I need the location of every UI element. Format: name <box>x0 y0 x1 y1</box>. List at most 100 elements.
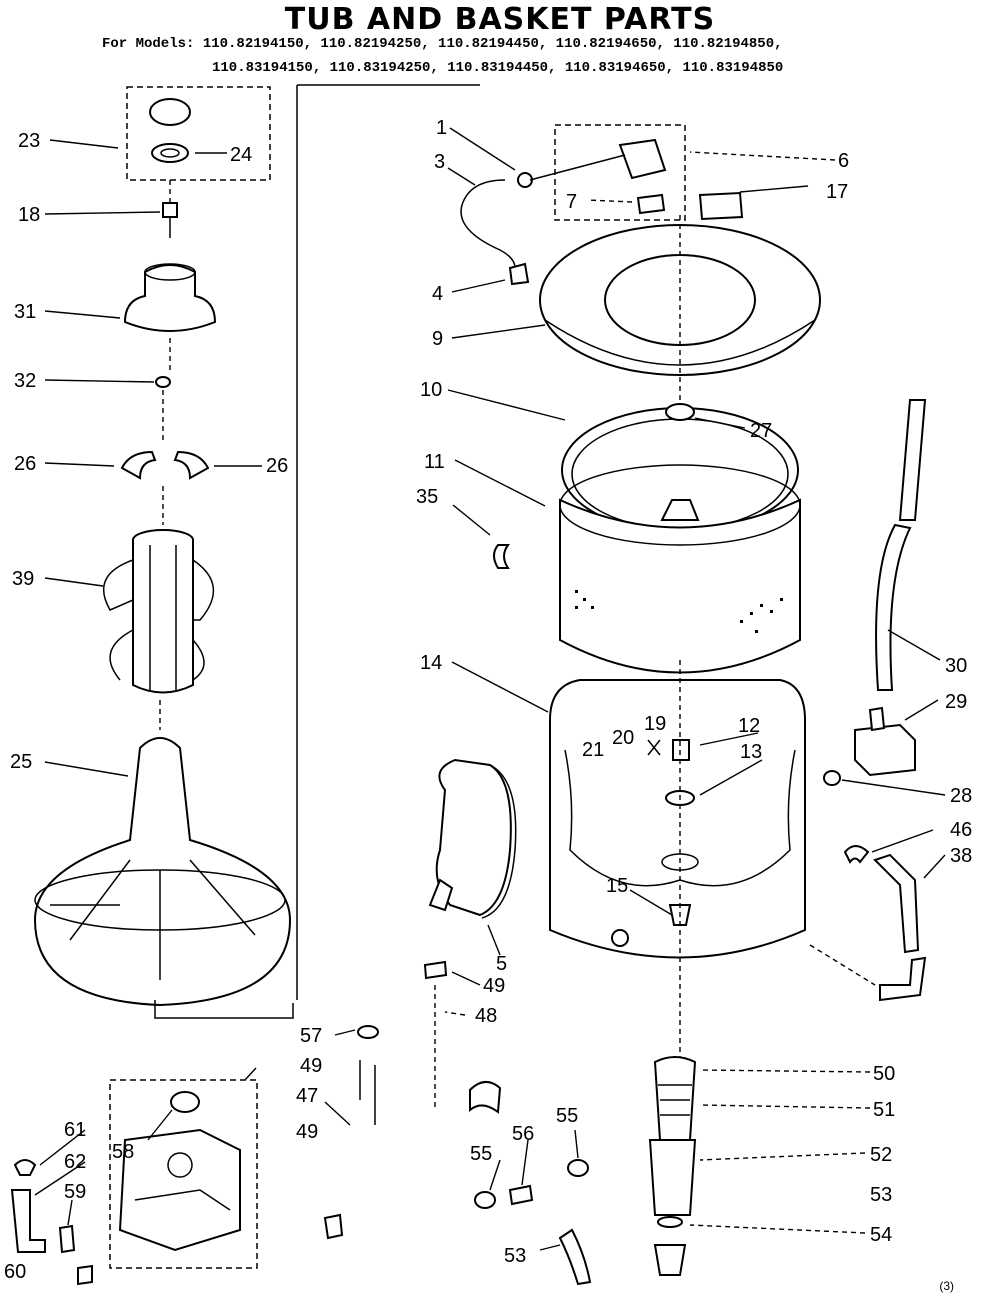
callout-26: 26 <box>14 453 36 475</box>
part-39-auger <box>132 540 194 694</box>
part-60-screw <box>77 1264 93 1286</box>
callout-24: 24 <box>230 144 252 166</box>
part-11-basket <box>559 498 801 674</box>
part-31-agitator-cap <box>123 264 217 332</box>
callout-53: 53 <box>504 1245 526 1267</box>
callout-27: 27 <box>750 420 772 442</box>
part-25-agitator <box>33 737 292 1007</box>
callout-46: 46 <box>950 819 972 841</box>
callout-49: 49 <box>296 1121 318 1143</box>
part-29-valve <box>854 723 916 777</box>
callout-12: 12 <box>738 715 760 737</box>
callout-49: 49 <box>300 1055 322 1077</box>
part-12-bushing <box>672 739 690 761</box>
part-26-cam-left <box>120 450 157 480</box>
part-57-clamp <box>357 1025 379 1039</box>
part-38-hose <box>873 853 920 954</box>
part-3-harness <box>460 179 516 269</box>
part-32-washer <box>155 376 171 388</box>
part-49-clamp <box>423 960 448 980</box>
callout-48: 48 <box>475 1005 497 1027</box>
part-14-outer-tub <box>549 679 806 959</box>
callout-57: 57 <box>300 1025 322 1047</box>
callout-28: 28 <box>950 785 972 807</box>
part-27-nut <box>665 403 695 421</box>
callout-9: 9 <box>432 328 443 350</box>
callout-6: 6 <box>838 150 849 172</box>
models-line-2: 110.83194150, 110.83194250, 110.83194450… <box>212 60 784 76</box>
callout-19: 19 <box>644 713 666 735</box>
callout-26: 26 <box>266 455 288 477</box>
part-17-plate <box>698 191 744 221</box>
part-61-clamp <box>13 1159 37 1176</box>
part-35-clip <box>493 544 510 569</box>
callout-56: 56 <box>512 1123 534 1145</box>
pump-housing <box>118 1128 241 1252</box>
part-56-coupling <box>508 1184 534 1206</box>
callout-30: 30 <box>945 655 967 677</box>
callout-31: 31 <box>14 301 36 323</box>
callout-10: 10 <box>420 379 442 401</box>
callout-55: 55 <box>556 1105 578 1127</box>
part-58-seal <box>170 1091 200 1113</box>
callout-11: 11 <box>424 451 445 473</box>
part-6-switch <box>618 138 667 180</box>
callout-17: 17 <box>826 181 848 203</box>
callout-20: 20 <box>612 727 634 749</box>
models-line-1: For Models: 110.82194150, 110.82194250, … <box>102 36 783 52</box>
callout-50: 50 <box>873 1063 895 1085</box>
cap-group-box <box>126 86 271 181</box>
part-53-hose <box>558 1228 592 1286</box>
part-50-cone <box>653 1056 697 1141</box>
part-62-hose <box>10 1189 46 1253</box>
callout-25: 25 <box>10 751 32 773</box>
callout-62: 62 <box>64 1151 86 1173</box>
callout-58: 58 <box>112 1141 134 1163</box>
callout-4: 4 <box>432 283 443 305</box>
callout-51: 51 <box>873 1099 895 1121</box>
part-26-cam-right <box>173 450 210 480</box>
callout-21: 21 <box>582 739 604 761</box>
part-59-clamp <box>58 1224 76 1254</box>
callout-18: 18 <box>18 204 40 226</box>
callout-39: 39 <box>12 568 34 590</box>
switch-group-box <box>554 124 686 221</box>
callout-15: 15 <box>606 875 628 897</box>
page-title: TUB AND BASKET PARTS <box>284 2 716 37</box>
callout-5: 5 <box>496 953 507 975</box>
part-55-clamp-left <box>474 1191 496 1209</box>
callout-55: 55 <box>470 1143 492 1165</box>
callout-61: 61 <box>64 1119 86 1141</box>
callout-60: 60 <box>4 1261 26 1283</box>
part-54-washer <box>657 1216 683 1228</box>
callout-23: 23 <box>18 130 40 152</box>
callout-14: 14 <box>420 652 442 674</box>
callout-7: 7 <box>566 191 577 213</box>
callout-49: 49 <box>483 975 505 997</box>
callout-1: 1 <box>436 117 447 139</box>
callout-47: 47 <box>296 1085 318 1107</box>
part-24-seal <box>151 143 189 163</box>
callout-54: 54 <box>870 1224 892 1246</box>
part-55-clamp-right <box>567 1159 589 1177</box>
part-7-pad <box>636 193 666 215</box>
callout-53: 53 <box>870 1184 892 1206</box>
footer-code: (3) <box>939 1279 954 1293</box>
part-4-clip <box>508 262 530 286</box>
part-28-washer <box>823 770 841 786</box>
part-1-grommet <box>517 172 533 188</box>
callout-59: 59 <box>64 1181 86 1203</box>
callout-29: 29 <box>945 691 967 713</box>
callout-52: 52 <box>870 1144 892 1166</box>
part-46-clamp <box>843 845 870 864</box>
part-23-cap <box>149 98 191 126</box>
part-30-hose <box>875 523 912 691</box>
callout-35: 35 <box>416 486 438 508</box>
callout-3: 3 <box>434 151 445 173</box>
pump-group-box <box>109 1079 258 1269</box>
callout-32: 32 <box>14 370 36 392</box>
callout-38: 38 <box>950 845 972 867</box>
part-18-bolt <box>162 202 178 218</box>
part-52-drain-tube <box>648 1139 697 1216</box>
